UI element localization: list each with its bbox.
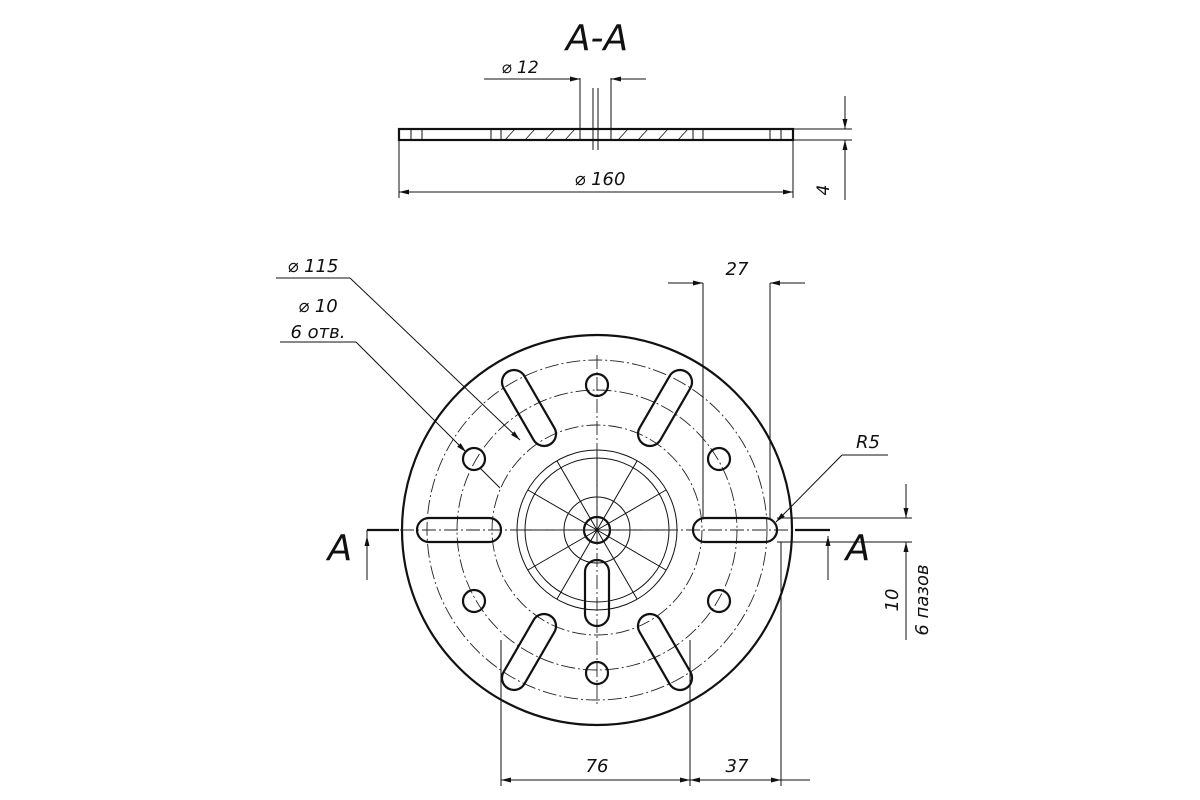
- dim-hole-diameter: ⌀ 12: [501, 58, 538, 78]
- round-hole: [461, 446, 487, 472]
- slot: [500, 612, 558, 692]
- dim-top-width: 27: [726, 259, 749, 280]
- slot: [636, 612, 694, 692]
- dim-radius: R5: [856, 432, 880, 453]
- slot: [636, 368, 694, 448]
- round-hole: [584, 372, 610, 398]
- dim-slot-width: 10: [882, 589, 903, 612]
- slot: [691, 516, 779, 544]
- slot: [583, 558, 611, 628]
- dim-slot-count: 6 пазов: [912, 564, 933, 635]
- section-hatching: [504, 128, 689, 141]
- round-hole: [461, 588, 487, 614]
- dim-pcd: ⌀ 115: [288, 256, 339, 277]
- round-hole: [706, 446, 732, 472]
- section-view: A-A: [397, 18, 852, 200]
- dim-holes-diameter: ⌀ 10: [298, 296, 337, 317]
- section-mark-left: A: [326, 528, 353, 569]
- round-hole: [706, 588, 732, 614]
- dim-holes-count: 6 отв.: [290, 322, 345, 343]
- dim-bottom-right: 37: [726, 756, 749, 777]
- slot: [415, 516, 503, 544]
- dim-bottom-left: 76: [586, 756, 609, 777]
- section-mark-right: A: [844, 528, 871, 569]
- radial-lines: [400, 355, 795, 705]
- slots: [415, 368, 779, 692]
- dim-thickness: 4: [814, 185, 834, 196]
- round-holes: [461, 372, 732, 686]
- section-plate-outline: [397, 127, 795, 142]
- section-title: A-A: [564, 18, 628, 59]
- slot: [500, 368, 558, 448]
- plan-view: ⌀ 115 ⌀ 10 6 отв. 27 R5 10 6 пазов A A: [276, 256, 933, 786]
- section-cut-boundaries: [410, 129, 782, 140]
- round-hole: [584, 660, 610, 686]
- dim-outer-diameter: ⌀ 160: [575, 169, 626, 190]
